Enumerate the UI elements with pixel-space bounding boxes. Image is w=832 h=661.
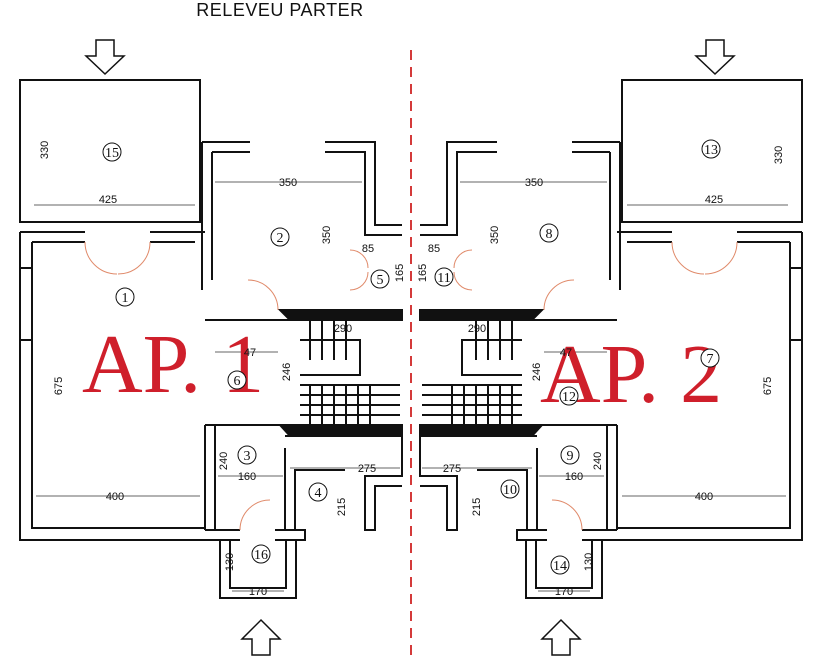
room-10-number: 10 [503, 483, 517, 498]
dim-215-left: 215 [336, 498, 348, 516]
room-16-number: 16 [254, 548, 268, 563]
room-1-number: 1 [122, 291, 129, 306]
dim-400-right: 400 [695, 491, 713, 503]
room-11-number: 11 [437, 271, 450, 286]
dim-425-right: 425 [705, 194, 723, 206]
dim-246-left: 246 [281, 363, 293, 381]
dim-215-right: 215 [471, 498, 483, 516]
dim-165-left: 165 [394, 264, 406, 282]
dim-85-left: 85 [362, 243, 374, 255]
dim-400-left: 400 [106, 491, 124, 503]
dim-240-right: 240 [592, 452, 604, 470]
dim-425-left: 425 [99, 194, 117, 206]
room-7-number: 7 [707, 352, 714, 367]
room-6-number: 6 [234, 374, 241, 389]
entry-arrow-top-right-icon [694, 39, 736, 76]
dim-47-right: 47 [560, 347, 572, 359]
dim-170-right: 170 [555, 586, 573, 598]
dim-330-right: 330 [773, 146, 785, 164]
room-5-number: 5 [377, 273, 384, 288]
dim-130-left: 130 [224, 553, 236, 571]
dim-47-left: 47 [244, 347, 256, 359]
room-3-number: 3 [244, 449, 251, 464]
dim-85-right: 85 [428, 243, 440, 255]
room-9-number: 9 [567, 449, 574, 464]
door-swings [84, 241, 738, 531]
room-12-number: 12 [562, 390, 576, 405]
room-13-number: 13 [704, 143, 718, 158]
room-8-number: 8 [546, 227, 553, 242]
room-4-number: 4 [315, 486, 322, 501]
room-14-number: 14 [553, 559, 567, 574]
apartment-2-label: AP. 2 [540, 328, 722, 421]
dim-330-left: 330 [39, 141, 51, 159]
dim-170-left: 170 [249, 586, 267, 598]
dim-275-left: 275 [358, 463, 376, 475]
entry-arrow-bottom-right-icon [540, 618, 582, 656]
dim-290-right: 290 [468, 323, 486, 335]
plan-title: RELEVEU PARTER [196, 0, 364, 20]
dim-350-room8: 350 [525, 177, 543, 189]
dim-290-left: 290 [334, 323, 352, 335]
walls-ap1 [19, 79, 403, 599]
dim-165-right: 165 [417, 264, 429, 282]
dim-675-right: 675 [762, 377, 774, 395]
dim-246-right: 246 [531, 363, 543, 381]
dim-675-left: 675 [53, 377, 65, 395]
dim-130-right: 130 [583, 553, 595, 571]
room-circles [102, 139, 721, 575]
apartment-1-label: AP. 1 [82, 318, 264, 411]
room-15-number: 15 [105, 146, 119, 161]
walls-ap2 [419, 79, 803, 599]
dim-160-right: 160 [565, 471, 583, 483]
dimension-lines [34, 181, 788, 592]
dim-160-left: 160 [238, 471, 256, 483]
dim-275-right: 275 [443, 463, 461, 475]
room-2-number: 2 [277, 231, 284, 246]
dim-350v-room2: 350 [321, 226, 333, 244]
dim-240-left: 240 [218, 452, 230, 470]
entry-arrow-bottom-left-icon [240, 618, 282, 656]
dim-350v-room8: 350 [489, 226, 501, 244]
entry-arrow-top-left-icon [84, 39, 126, 76]
dim-350-room2: 350 [279, 177, 297, 189]
